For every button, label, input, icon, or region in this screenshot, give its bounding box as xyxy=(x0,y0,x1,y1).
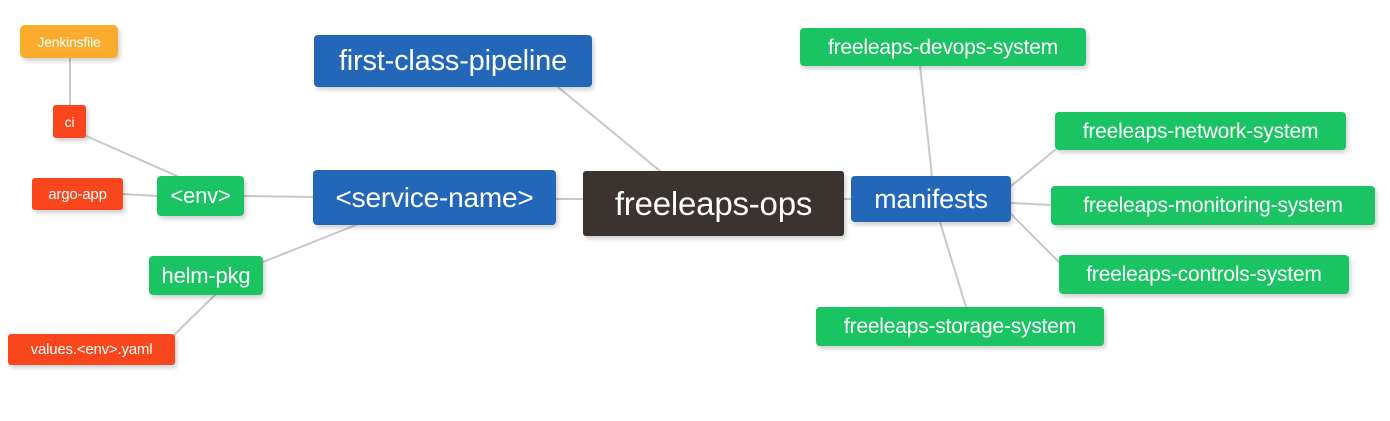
node-label-manifests: manifests xyxy=(874,183,988,214)
edge-first-class-pipeline-to-freeleaps-ops xyxy=(557,86,661,172)
node-label-ci: ci xyxy=(64,113,75,130)
edge-helm-pkg-to-service-name xyxy=(262,224,357,263)
node-label-jenkinsfile: Jenkinsfile xyxy=(37,33,101,50)
node-label-freeleaps-storage-system: freeleaps-storage-system xyxy=(843,315,1077,338)
node-label-freeleaps-ops: freeleaps-ops xyxy=(614,185,813,222)
edge-argo-app-to-env xyxy=(122,193,158,197)
node-freeleaps-controls-system[interactable]: freeleaps-controls-system xyxy=(1059,255,1349,294)
node-freeleaps-devops-system[interactable]: freeleaps-devops-system xyxy=(800,28,1086,66)
node-label-freeleaps-monitoring-system: freeleaps-monitoring-system xyxy=(1083,194,1343,217)
node-label-service-name: <service-name> xyxy=(335,181,534,213)
node-helm-pkg[interactable]: helm-pkg xyxy=(149,256,263,295)
node-label-helm-pkg: helm-pkg xyxy=(161,262,251,288)
node-label-freeleaps-devops-system: freeleaps-devops-system xyxy=(828,35,1058,59)
node-manifests[interactable]: manifests xyxy=(851,176,1011,222)
edge-manifests-to-freeleaps-network-system xyxy=(1010,149,1056,187)
node-label-first-class-pipeline: first-class-pipeline xyxy=(338,44,568,77)
edge-manifests-to-freeleaps-monitoring-system xyxy=(1010,202,1052,206)
node-freeleaps-network-system[interactable]: freeleaps-network-system xyxy=(1055,112,1346,150)
node-label-argo-app: argo-app xyxy=(48,185,107,203)
node-freeleaps-monitoring-system[interactable]: freeleaps-monitoring-system xyxy=(1051,186,1375,225)
node-freeleaps-storage-system[interactable]: freeleaps-storage-system xyxy=(816,307,1104,346)
node-label-env: <env> xyxy=(170,183,231,208)
edge-ci-to-env xyxy=(85,135,178,177)
node-label-freeleaps-controls-system: freeleaps-controls-system xyxy=(1086,263,1322,286)
node-service-name[interactable]: <service-name> xyxy=(313,170,556,225)
edge-values-yaml-to-helm-pkg xyxy=(174,294,216,335)
node-ci[interactable]: ci xyxy=(53,105,86,138)
node-label-freeleaps-network-system: freeleaps-network-system xyxy=(1082,119,1319,143)
node-argo-app[interactable]: argo-app xyxy=(32,178,123,210)
node-label-values-yaml: values.<env>.yaml xyxy=(30,341,153,358)
node-jenkinsfile[interactable]: Jenkinsfile xyxy=(20,25,118,58)
edge-env-to-service-name xyxy=(243,195,314,198)
node-values-yaml[interactable]: values.<env>.yaml xyxy=(8,334,175,365)
node-first-class-pipeline[interactable]: first-class-pipeline xyxy=(314,35,592,87)
node-env[interactable]: <env> xyxy=(157,176,244,216)
node-freeleaps-ops[interactable]: freeleaps-ops xyxy=(583,171,844,236)
edge-manifests-to-freeleaps-storage-system xyxy=(939,221,967,308)
edge-manifests-to-freeleaps-devops-system xyxy=(919,65,933,177)
